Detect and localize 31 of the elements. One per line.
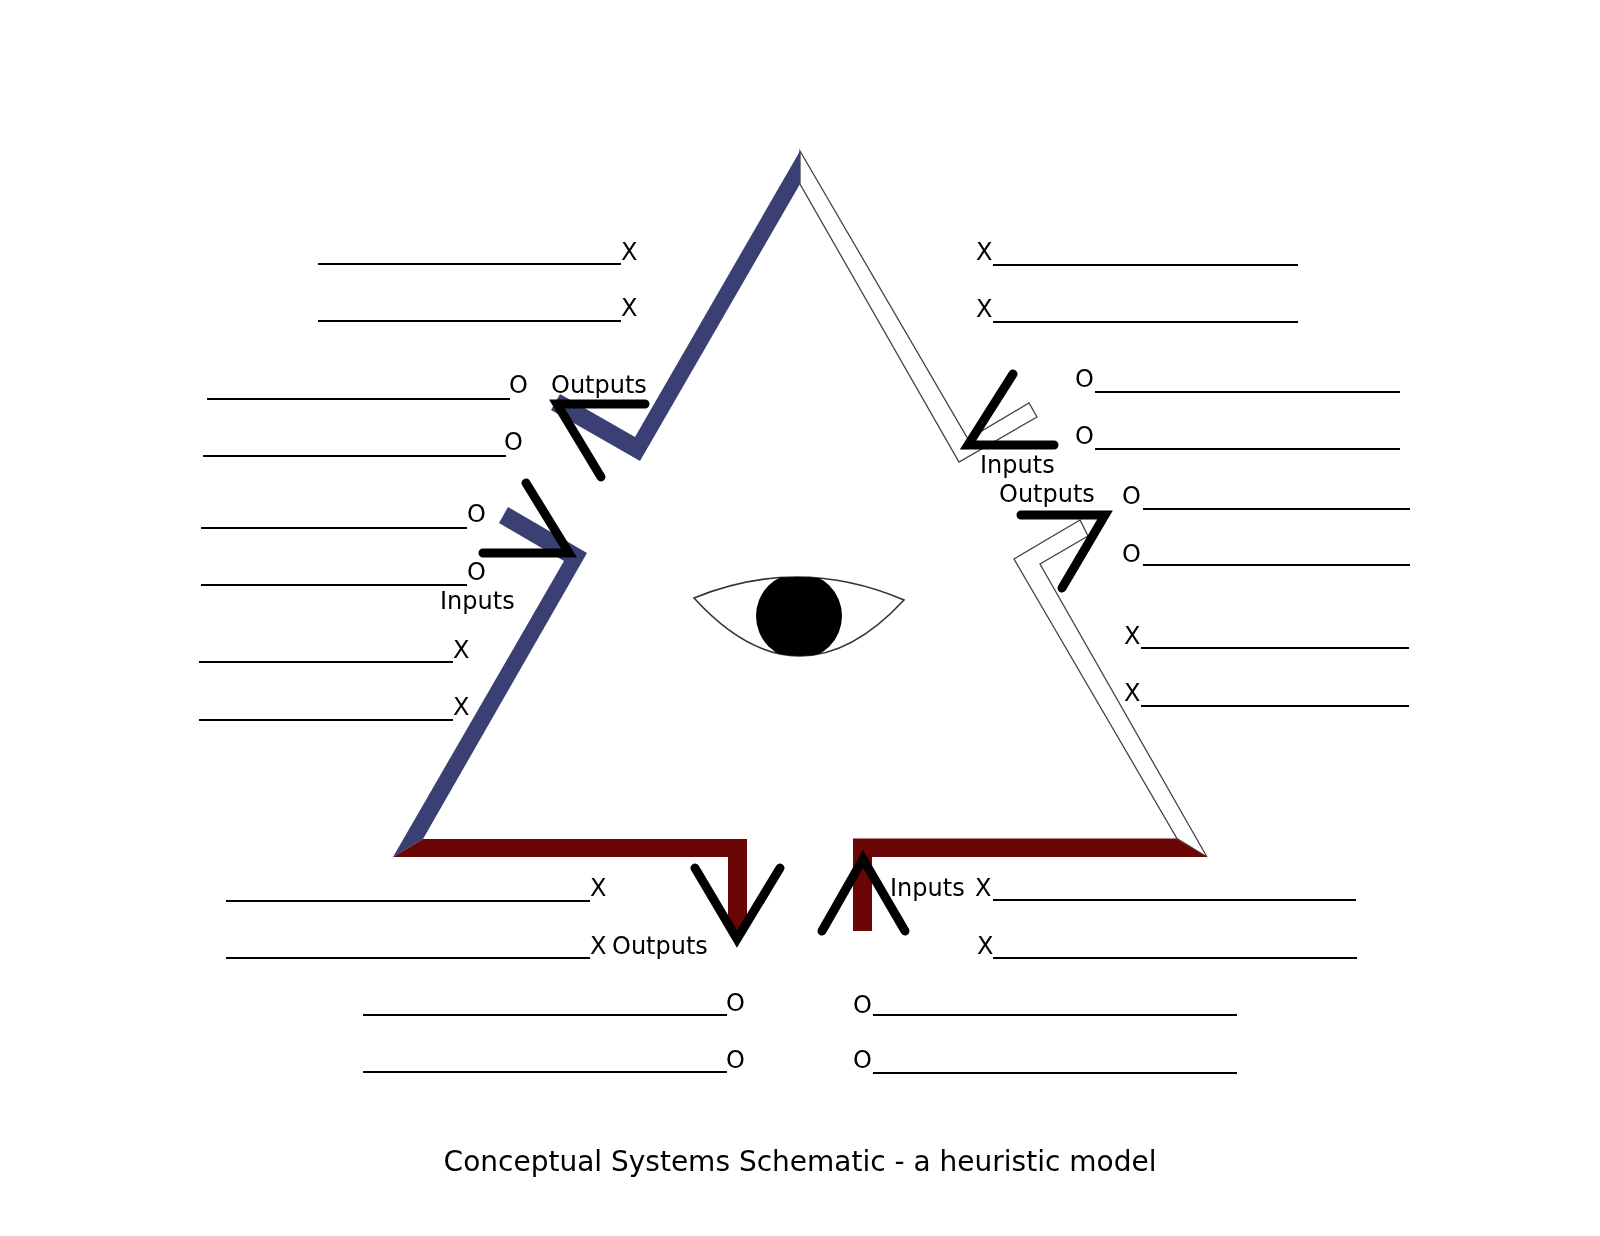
row-marker: O <box>509 373 528 397</box>
row-marker: O <box>1122 484 1141 508</box>
row-marker: X <box>975 876 992 900</box>
row-marker: X <box>1124 681 1141 705</box>
row-marker: O <box>1075 424 1094 448</box>
row-marker: X <box>621 240 638 264</box>
row-marker: X <box>590 876 607 900</box>
flow-label: Outputs <box>551 373 647 397</box>
row-marker: O <box>726 991 745 1015</box>
row-marker: X <box>453 695 470 719</box>
flow-label: Inputs <box>440 589 515 613</box>
row-marker: O <box>467 502 486 526</box>
row-marker: X <box>977 934 994 958</box>
caption: Conceptual Systems Schematic - a heuristic model <box>443 1148 1157 1176</box>
row-marker: O <box>726 1048 745 1072</box>
flow-label: Outputs <box>612 934 708 958</box>
row-marker: O <box>467 560 486 584</box>
row-marker: X <box>621 296 638 320</box>
row-marker: X <box>590 934 607 958</box>
flow-label: Inputs <box>890 876 965 900</box>
row-marker: X <box>453 638 470 662</box>
row-marker: O <box>1075 367 1094 391</box>
row-marker: X <box>976 297 993 321</box>
row-marker: O <box>853 993 872 1017</box>
row-marker: O <box>504 430 523 454</box>
row-marker: X <box>1124 624 1141 648</box>
flow-label: Outputs <box>999 482 1095 506</box>
row-marker: X <box>976 240 993 264</box>
flow-label: Inputs <box>980 453 1055 477</box>
row-marker: O <box>1122 542 1141 566</box>
row-marker: O <box>853 1048 872 1072</box>
